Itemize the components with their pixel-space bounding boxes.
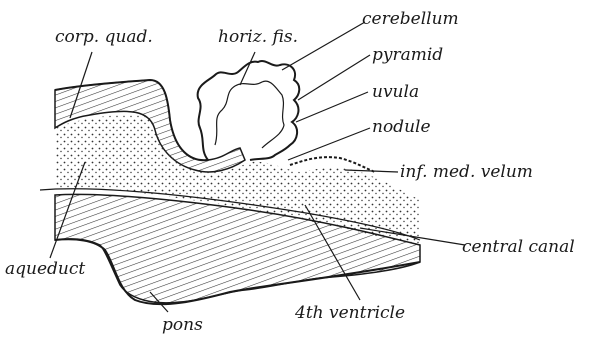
label-inf-med-velum: inf. med. velum: [400, 162, 533, 182]
label-4th-ventricle: 4th ventricle: [294, 303, 405, 323]
label-pons: pons: [162, 315, 203, 335]
label-cerebellum: cerebellum: [362, 9, 459, 29]
leader-pyramid: [298, 55, 370, 100]
label-aqueduct: aqueduct: [5, 259, 85, 279]
label-corp-quad: corp. quad.: [55, 27, 153, 47]
label-central-canal: central canal: [462, 237, 575, 257]
label-uvula: uvula: [372, 82, 419, 102]
label-horiz-fis: horiz. fis.: [218, 27, 298, 47]
label-pyramid: pyramid: [372, 45, 443, 65]
leader-uvula: [296, 92, 368, 122]
cerebellum-inner-fold: [215, 81, 284, 148]
leader-nodule: [288, 128, 370, 160]
cerebellum-outline: [198, 61, 300, 160]
label-nodule: nodule: [372, 117, 431, 137]
